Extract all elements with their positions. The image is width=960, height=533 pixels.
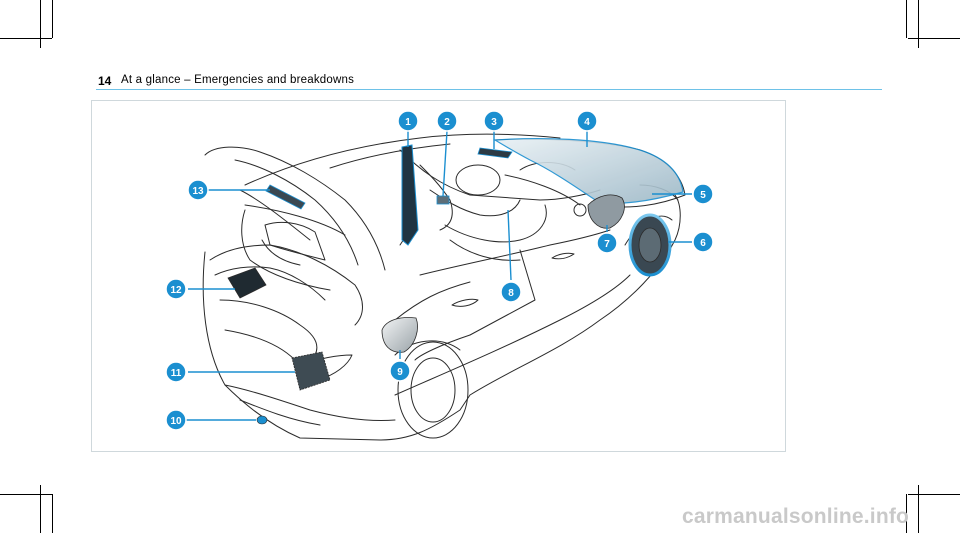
crop-mark-bottom-right-v2 xyxy=(906,494,907,533)
crop-mark-bottom-right-v xyxy=(918,485,919,533)
callout-7: 7 xyxy=(596,232,618,254)
crop-mark-bottom-left-h xyxy=(0,494,52,495)
callout-12: 12 xyxy=(165,278,187,300)
callout-8: 8 xyxy=(500,281,522,303)
fuel-flap xyxy=(381,317,418,353)
page-title: At a glance – Emergencies and breakdowns xyxy=(121,74,355,86)
callout-12-label: 12 xyxy=(170,285,182,296)
crop-mark-top-left-h xyxy=(0,38,52,39)
callout-badges: 1 2 3 4 5 6 7 xyxy=(165,110,714,431)
crop-mark-top-left-v xyxy=(40,0,41,48)
callout-9-label: 9 xyxy=(397,367,403,378)
door-line-front xyxy=(419,229,611,276)
tailgate-outline xyxy=(204,146,386,271)
rear-panel xyxy=(291,351,331,391)
callout-3-label: 3 xyxy=(491,117,497,128)
callout-6: 6 xyxy=(692,231,714,253)
callout-13: 13 xyxy=(187,179,209,201)
leader-lines xyxy=(186,130,692,421)
watermark: carmanualsonline.info xyxy=(682,505,910,528)
callout-9: 9 xyxy=(389,360,411,382)
tow-hook-cover xyxy=(256,415,268,425)
crop-mark-bottom-right-h xyxy=(908,494,960,495)
trunk-item xyxy=(227,267,267,299)
callout-10-label: 10 xyxy=(170,416,182,427)
crop-mark-top-right-v xyxy=(918,0,919,48)
engine-component xyxy=(587,194,625,229)
callout-1: 1 xyxy=(397,110,419,132)
callout-11: 11 xyxy=(165,361,187,383)
a-pillar-highlight xyxy=(401,144,419,246)
crop-mark-top-left-v2 xyxy=(52,0,53,38)
highlighted-components xyxy=(227,137,684,425)
callout-3: 3 xyxy=(483,110,505,132)
callout-2-label: 2 xyxy=(444,117,450,128)
crop-mark-top-right-v2 xyxy=(906,0,907,38)
callout-8-label: 8 xyxy=(508,288,514,299)
callout-4-label: 4 xyxy=(584,117,590,128)
callout-13-label: 13 xyxy=(192,186,204,197)
car-body-outline xyxy=(202,194,681,441)
figure-frame xyxy=(91,100,786,452)
callout-5-label: 5 xyxy=(700,190,706,201)
windscreen-glass xyxy=(493,137,684,204)
callout-2: 2 xyxy=(436,110,458,132)
callout-7-label: 7 xyxy=(604,239,610,250)
crop-mark-bottom-left-v2 xyxy=(52,494,53,533)
crop-mark-top-right-h xyxy=(908,38,960,39)
page-number: 14 xyxy=(98,74,112,88)
crop-mark-bottom-left-v xyxy=(40,485,41,533)
callout-4: 4 xyxy=(576,110,598,132)
callout-11-label: 11 xyxy=(171,368,182,379)
callout-5: 5 xyxy=(692,183,714,205)
callout-6-label: 6 xyxy=(700,238,706,249)
header-rule xyxy=(96,89,882,90)
trunk-opening xyxy=(209,244,363,326)
door-line-rear xyxy=(394,281,471,321)
callout-1-label: 1 xyxy=(405,117,411,128)
callout-10: 10 xyxy=(165,409,187,431)
rear-wheel xyxy=(397,341,469,439)
